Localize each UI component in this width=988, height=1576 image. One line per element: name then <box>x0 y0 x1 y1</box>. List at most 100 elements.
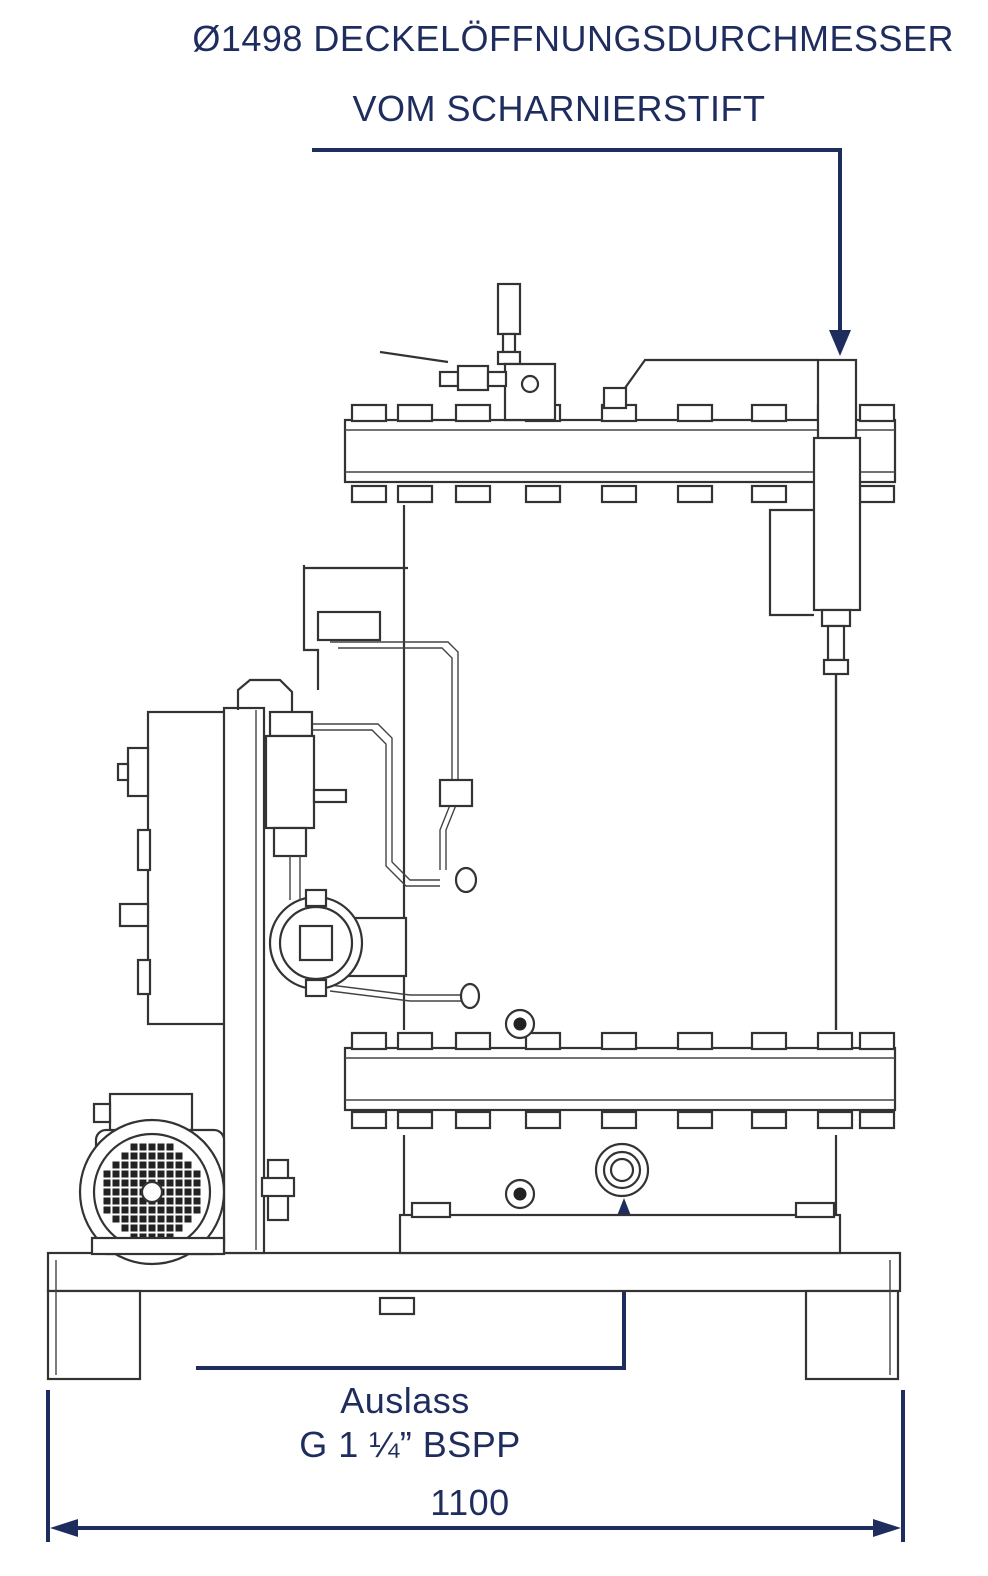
flange-bolt <box>396 1031 434 1051</box>
motor-fan-slot <box>148 1170 156 1178</box>
motor-fan-slot <box>130 1161 138 1169</box>
motor-fan-slot <box>184 1161 192 1169</box>
flange-bolt <box>816 1031 854 1051</box>
motor-fan-slot <box>121 1161 129 1169</box>
motor-fan-slot <box>130 1224 138 1232</box>
motor-fan-slot <box>148 1152 156 1160</box>
flange-bolt <box>454 1031 492 1051</box>
motor-fan-slot <box>184 1206 192 1214</box>
motor-fan-slot <box>148 1143 156 1151</box>
lid-opening-diameter-label: Ø1498 DECKELÖFFNUNGSDURCHMESSER <box>192 18 954 59</box>
motor-fan-slot <box>112 1179 120 1187</box>
motor-fan-slot <box>130 1188 138 1196</box>
flange-bolt <box>600 484 638 504</box>
motor-fan-slot <box>130 1152 138 1160</box>
flange-bolt <box>858 484 896 504</box>
drain-fittings <box>260 1008 536 1222</box>
motor-fan-slot <box>166 1197 174 1205</box>
motor-fan-slot <box>130 1215 138 1223</box>
filter-vessel <box>398 505 842 1255</box>
motor-fan-slot <box>139 1152 147 1160</box>
lid-hinge-davit <box>619 358 862 1030</box>
motor-fan-slot <box>121 1224 129 1232</box>
flange-bolt <box>524 1031 562 1051</box>
motor-fan-slot <box>157 1170 165 1178</box>
motor-fan-slot <box>184 1215 192 1223</box>
outlet-label: Auslass <box>340 1380 470 1421</box>
motor-fan-slot <box>121 1179 129 1187</box>
motor-fan-slot <box>103 1170 111 1178</box>
motor-fan-slot <box>175 1179 183 1187</box>
motor-fan-slot <box>148 1224 156 1232</box>
flange-bolt <box>454 1110 492 1130</box>
motor-fan-slot <box>130 1206 138 1214</box>
flange-bolt <box>350 1110 388 1130</box>
flange-bolt <box>600 1110 638 1130</box>
motor-fan-slot <box>112 1161 120 1169</box>
motor-fan-slot <box>139 1161 147 1169</box>
motor-fan-slot <box>184 1179 192 1187</box>
electric-motor-icon <box>78 1092 226 1266</box>
overall-width-label: 1100 <box>430 1482 510 1523</box>
motor-fan-slot <box>157 1206 165 1214</box>
control-panel <box>116 678 294 1255</box>
motor-fan-slot <box>148 1215 156 1223</box>
motor-fan-slot <box>166 1143 174 1151</box>
motor-fan-slot <box>166 1224 174 1232</box>
motor-fan-slot <box>112 1206 120 1214</box>
motor-fan-slot <box>139 1224 147 1232</box>
motor-fan-slot <box>139 1143 147 1151</box>
flange-bolt <box>350 484 388 504</box>
flange-bolt <box>858 403 896 423</box>
flange-bolt <box>600 1031 638 1051</box>
flange-bolt <box>396 1110 434 1130</box>
motor-fan-slot <box>175 1224 183 1232</box>
flange-bolt <box>816 1110 854 1130</box>
flange-bolt <box>676 484 714 504</box>
flange-bolt <box>524 484 562 504</box>
motor-fan-slot <box>184 1188 192 1196</box>
lid-dimension-leader <box>312 148 851 356</box>
motor-fan-slot <box>121 1188 129 1196</box>
flange-bolt <box>676 1110 714 1130</box>
motor-fan-slot <box>157 1161 165 1169</box>
motor-fan-slot <box>139 1215 147 1223</box>
motor-fan-slot <box>166 1206 174 1214</box>
motor-fan-slot <box>166 1161 174 1169</box>
motor-fan-slot <box>103 1188 111 1196</box>
pressure-gauge-icon <box>268 856 408 998</box>
motor-fan-slot <box>103 1179 111 1187</box>
flange-bolt <box>454 403 492 423</box>
motor-fan-slot <box>175 1215 183 1223</box>
motor-fan-slot <box>130 1170 138 1178</box>
motor-fan-slot <box>175 1197 183 1205</box>
flange-bolt <box>676 1031 714 1051</box>
motor-fan-slot <box>112 1170 120 1178</box>
flange-bolt <box>676 403 714 423</box>
motor-fan-slot <box>157 1143 165 1151</box>
flange-bolt <box>454 484 492 504</box>
motor-fan-slot <box>103 1206 111 1214</box>
motor-fan-slot <box>148 1206 156 1214</box>
pressure-piping <box>302 565 481 1010</box>
flange-bolt <box>858 1031 896 1051</box>
motor-fan-slot <box>121 1152 129 1160</box>
flange-bolt <box>524 1110 562 1130</box>
motor-fan-slot <box>157 1152 165 1160</box>
motor-fan-slot <box>193 1188 201 1196</box>
flange-bolt <box>750 1031 788 1051</box>
motor-fan-slot <box>103 1197 111 1205</box>
motor-fan-slot <box>112 1215 120 1223</box>
flange-bolt <box>350 403 388 423</box>
lid-opening-reference-label: VOM SCHARNIERSTIFT <box>352 88 766 129</box>
motor-fan-slot <box>121 1215 129 1223</box>
motor-fan-slot <box>121 1170 129 1178</box>
pressure-switch <box>264 710 348 858</box>
motor-fan-slot <box>175 1188 183 1196</box>
motor-fan-slot <box>175 1152 183 1160</box>
flange-bolt <box>750 403 788 423</box>
motor-fan-slot <box>139 1206 147 1214</box>
motor-fan-slot <box>175 1170 183 1178</box>
motor-fan-slot <box>139 1170 147 1178</box>
